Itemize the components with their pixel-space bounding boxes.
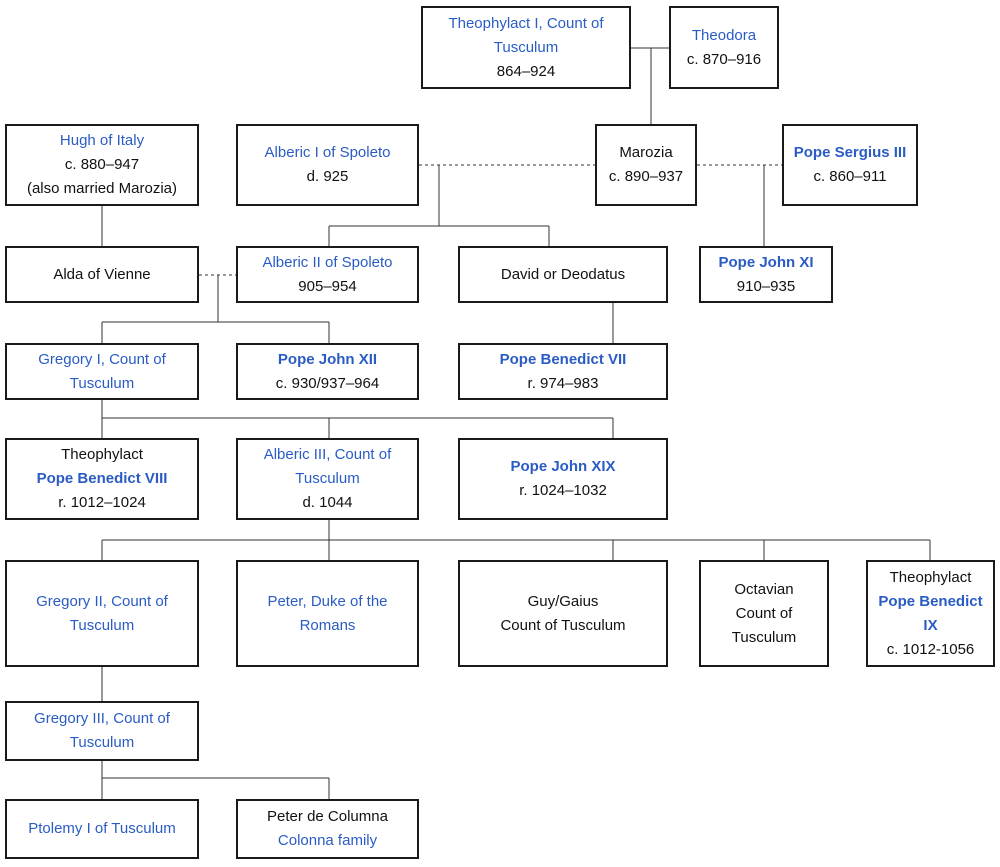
person-box-ptolemy: Ptolemy I of Tusculum [5, 799, 199, 859]
person-text: Count of [735, 604, 793, 622]
person-text[interactable]: Ptolemy I of Tusculum [28, 820, 176, 837]
person-text: Theophylact [61, 446, 143, 463]
person-text[interactable]: Theodora [691, 26, 757, 44]
person-text: Alda of Vienne [53, 265, 151, 283]
person-text[interactable]: Pope John XI [718, 253, 814, 271]
person-text[interactable]: Gregory I, Count of [38, 350, 166, 368]
person-box-david: David or Deodatus [458, 246, 668, 303]
person-text: c. 860–911 [813, 168, 887, 185]
person-box-sergius: Pope Sergius III c. 860–911 [782, 124, 918, 206]
person-text[interactable]: Tusculum [493, 38, 559, 56]
person-text[interactable]: Tusculum [295, 470, 360, 487]
person-text: Tusculum [731, 628, 797, 646]
person-box-marozia: Marozia c. 890–937 [595, 124, 697, 206]
person-text[interactable]: Pope Benedict VII [499, 350, 627, 368]
person-text[interactable]: Theophylact I, Count of [448, 14, 604, 32]
person-box-john12: Pope John XII c. 930/937–964 [236, 343, 419, 400]
person-box-theophylact1: Theophylact I, Count of Tusculum 864–924 [421, 6, 631, 89]
person-text: Theophylact [889, 568, 972, 586]
person-box-john11: Pope John XI 910–935 [699, 246, 833, 303]
person-text: c. 870–916 [686, 50, 762, 68]
person-text: c. 890–937 [608, 168, 684, 185]
person-text[interactable]: Romans [299, 616, 356, 634]
person-text[interactable]: Peter, Duke of the [267, 592, 388, 610]
person-text[interactable]: Hugh of Italy [59, 132, 145, 149]
person-box-hugh: Hugh of Italy c. 880–947 (also married Mar… [5, 124, 199, 206]
person-text[interactable]: Pope Benedict VIII [36, 470, 168, 487]
person-box-theodora: Theodora c. 870–916 [669, 6, 779, 89]
person-text: Octavian [734, 580, 794, 598]
person-text: 905–954 [298, 277, 357, 295]
person-box-alberic1: Alberic I of Spoleto d. 925 [236, 124, 419, 206]
person-text: c. 1012-1056 [886, 640, 975, 658]
person-text[interactable]: Pope John XII [277, 350, 378, 368]
person-text: Count of Tusculum [500, 616, 626, 634]
person-text[interactable]: Alberic III, Count of [263, 446, 392, 463]
person-text[interactable]: Pope Sergius III [793, 144, 907, 161]
person-text[interactable]: Tusculum [69, 616, 135, 634]
person-text: David or Deodatus [500, 265, 626, 283]
person-text[interactable]: IX [923, 616, 938, 634]
person-text: Peter de Columna [267, 808, 388, 825]
person-text[interactable]: Tusculum [69, 374, 135, 392]
person-text: 864–924 [496, 62, 556, 80]
person-box-alberic2: Alberic II of Spoleto 905–954 [236, 246, 419, 303]
person-text: Marozia [619, 144, 673, 161]
person-text: c. 880–947 [64, 156, 140, 173]
person-text: 910–935 [736, 277, 796, 295]
person-text[interactable]: Colonna family [277, 832, 378, 849]
person-text[interactable]: Pope John XIX [510, 458, 616, 475]
person-box-alberic3: Alberic III, Count of Tusculum d. 1044 [236, 438, 419, 520]
person-box-gregory3: Gregory III, Count of Tusculum [5, 701, 199, 761]
person-text: r. 1024–1032 [519, 482, 607, 499]
person-text[interactable]: Alberic I of Spoleto [264, 144, 391, 161]
person-box-gregory1: Gregory I, Count of Tusculum [5, 343, 199, 400]
person-box-john19: Pope John XIX r. 1024–1032 [458, 438, 668, 520]
person-text[interactable]: Pope Benedict [878, 592, 983, 610]
person-box-alda: Alda of Vienne [5, 246, 199, 303]
person-text[interactable]: Tusculum [69, 734, 135, 751]
person-text: (also married Marozia) [26, 180, 178, 197]
person-text[interactable]: Alberic II of Spoleto [262, 253, 393, 271]
person-text[interactable]: Gregory II, Count of [36, 592, 168, 610]
person-text: r. 1012–1024 [58, 494, 146, 511]
person-text: d. 1044 [302, 494, 353, 511]
person-box-gregory2: Gregory II, Count of Tusculum [5, 560, 199, 667]
person-text: Guy/Gaius [527, 592, 599, 610]
person-text[interactable]: Gregory III, Count of [34, 710, 170, 727]
person-text: d. 925 [306, 168, 349, 185]
person-text: c. 930/937–964 [275, 374, 380, 392]
person-box-benedict7: Pope Benedict VII r. 974–983 [458, 343, 668, 400]
person-text: r. 974–983 [527, 374, 599, 392]
